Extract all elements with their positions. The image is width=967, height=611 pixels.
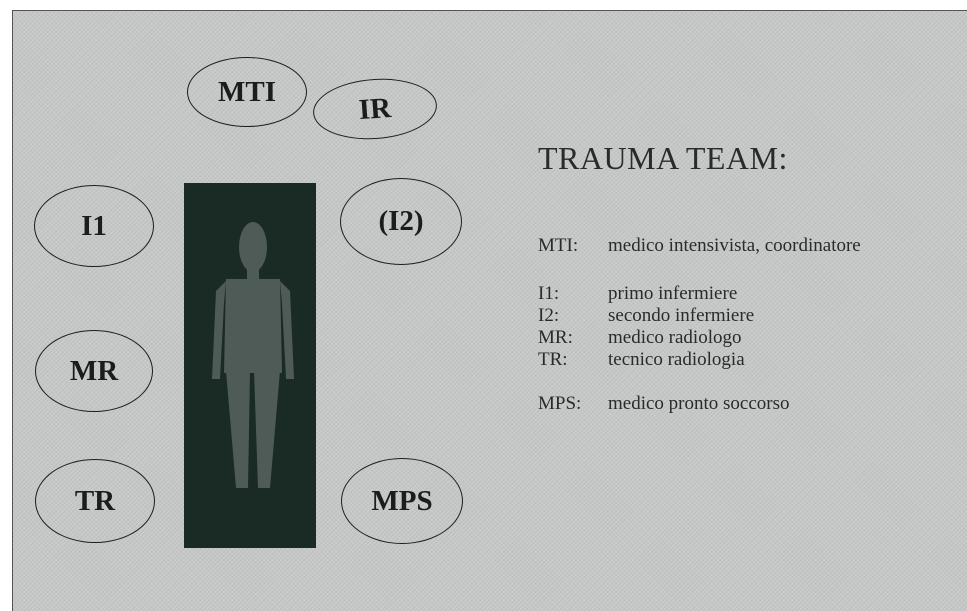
legend-item-mps: MPS: medico pronto soccorso bbox=[538, 393, 790, 415]
patient-table bbox=[184, 183, 316, 548]
patient-body-figure bbox=[212, 222, 294, 488]
legend-code: TR: bbox=[538, 349, 568, 370]
legend-code: MPS: bbox=[538, 393, 582, 414]
legend-text: medico radiologo bbox=[608, 327, 742, 348]
legend-item-i1: I1: primo infermiere bbox=[538, 283, 737, 305]
legend-item-mr: MR: medico radiologo bbox=[538, 327, 742, 349]
legend-text: secondo infermiere bbox=[608, 305, 755, 326]
legend-code: MTI: bbox=[538, 235, 579, 256]
diagram-slide bbox=[12, 10, 967, 611]
legend-title: TRAUMA TEAM: bbox=[538, 140, 788, 176]
legend-code: MR: bbox=[538, 327, 573, 348]
role-circle-mps: MPS bbox=[341, 458, 463, 544]
legend-text: primo infermiere bbox=[608, 283, 738, 304]
legend-text: medico intensivista, coordinatore bbox=[608, 235, 861, 256]
legend-item-tr: TR: tecnico radiologia bbox=[538, 349, 745, 371]
legend-item-i2: I2: secondo infermiere bbox=[538, 305, 754, 327]
legend-text: tecnico radiologia bbox=[608, 349, 745, 370]
legend-item-mti: MTI: medico intensivista, coordinatore bbox=[538, 235, 861, 257]
role-circle-i1: I1 bbox=[34, 185, 154, 267]
legend-code: I2: bbox=[538, 305, 560, 326]
role-circle-tr: TR bbox=[35, 459, 155, 543]
role-circle-mr: MR bbox=[35, 330, 153, 412]
legend-text: medico pronto soccorso bbox=[608, 393, 790, 414]
role-circle-i2: (I2) bbox=[340, 178, 462, 265]
legend-code: I1: bbox=[538, 283, 560, 304]
role-circle-mti: MTI bbox=[187, 57, 307, 127]
